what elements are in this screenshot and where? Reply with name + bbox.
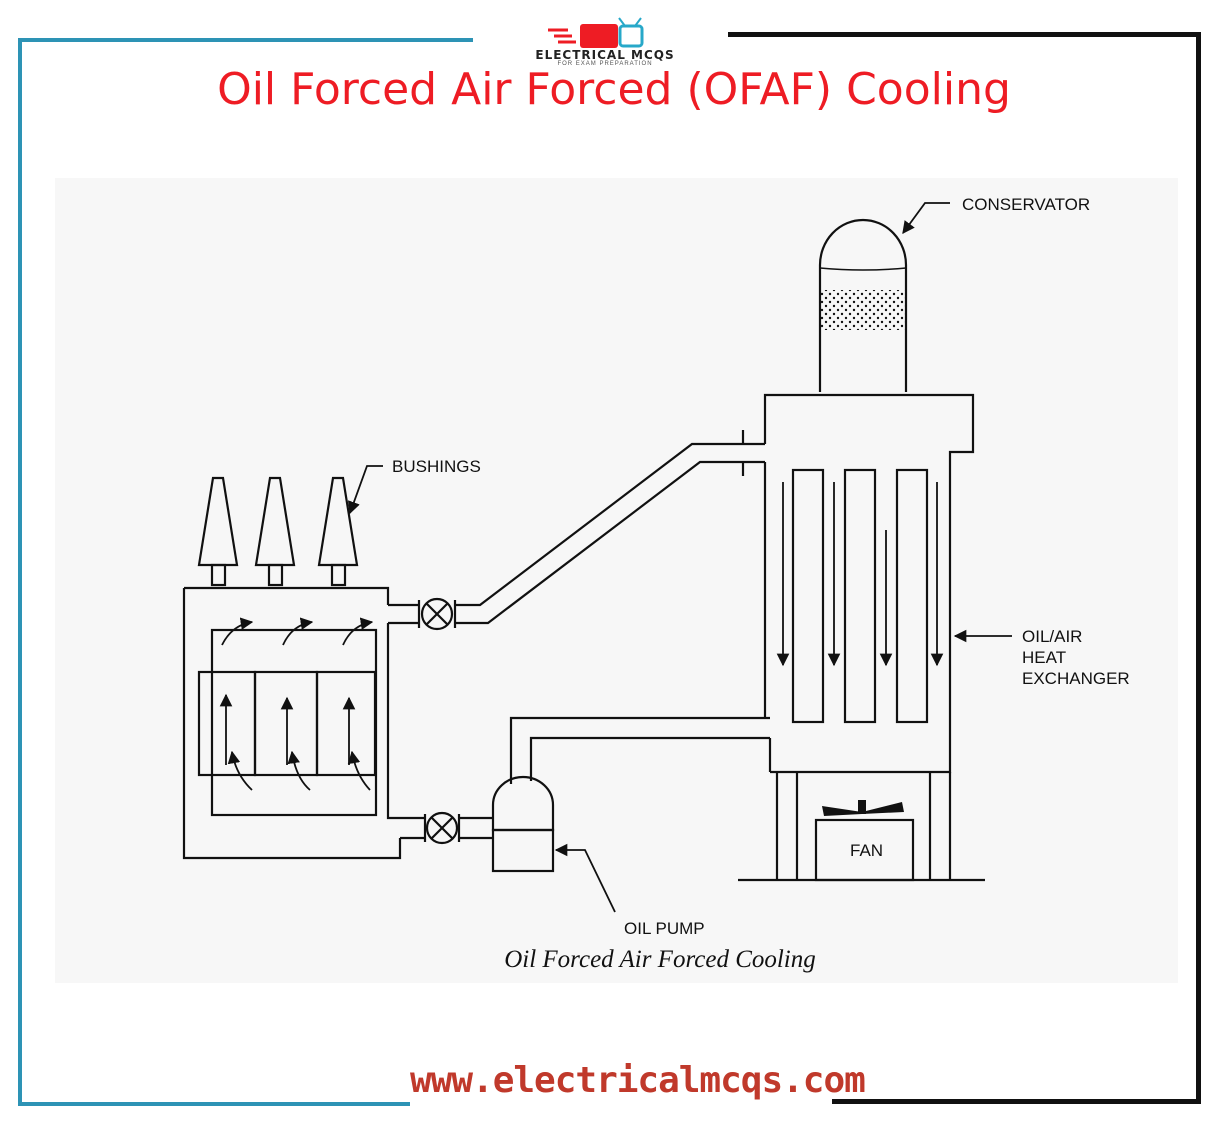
fan-unit (814, 800, 915, 882)
fan-icon (822, 802, 904, 816)
heat-exchanger-flow-arrows (776, 482, 944, 667)
upper-oil-pipe (388, 430, 765, 625)
fan-label: FAN (850, 841, 884, 860)
frame-border-top-left (18, 38, 473, 42)
conservator-label: CONSERVATOR (962, 195, 1091, 214)
conservator-tank (818, 218, 908, 392)
winding-2 (253, 670, 319, 777)
frame-border-right (1196, 32, 1201, 1104)
upper-valve-icon (417, 597, 457, 631)
frame-border-left (18, 38, 22, 1106)
transformer-core (210, 628, 378, 817)
transformer-tank (182, 588, 402, 860)
heat-exchanger-label-line3: EXCHANGER (1022, 669, 1130, 688)
logo-text: ELECTRICAL MCQS (535, 48, 675, 62)
diagram-caption: Oil Forced Air Forced Cooling (504, 946, 816, 973)
oil-air-heat-exchanger (763, 393, 975, 774)
page-title: Oil Forced Air Forced (OFAF) Cooling (217, 64, 1011, 115)
heat-exchanger-label-line2: HEAT (1022, 648, 1067, 667)
bushings (197, 476, 359, 587)
bushing-2 (254, 476, 296, 587)
website-url[interactable]: www.electricalmcqs.com (410, 1060, 866, 1101)
bushing-1 (197, 476, 239, 587)
logo-subtext: FOR EXAM PREPARATION (557, 61, 653, 67)
lower-valve-icon (423, 811, 461, 845)
oil-flow-arrows (219, 617, 374, 791)
heat-exchanger-label-line1: OIL/AIR (1022, 627, 1083, 646)
oil-pump (491, 775, 555, 873)
lower-oil-pipe (400, 716, 770, 840)
oil-pump-label: OIL PUMP (624, 919, 705, 938)
winding-1 (197, 670, 257, 777)
frame-border-bottom-left (18, 1102, 410, 1106)
frame-border-bottom-right (832, 1099, 1201, 1104)
site-logo: ELECTRICAL MCQS FOR EXAM PREPARATION (480, 8, 730, 68)
label-leader-lines (347, 202, 1012, 913)
tv-icon (548, 17, 644, 48)
exchanger-legs (738, 772, 985, 882)
bushing-3 (317, 476, 359, 587)
bushings-label: BUSHINGS (392, 457, 481, 476)
frame-border-top-right (728, 32, 1200, 37)
winding-3 (315, 670, 377, 777)
diagram-panel (55, 178, 1178, 983)
